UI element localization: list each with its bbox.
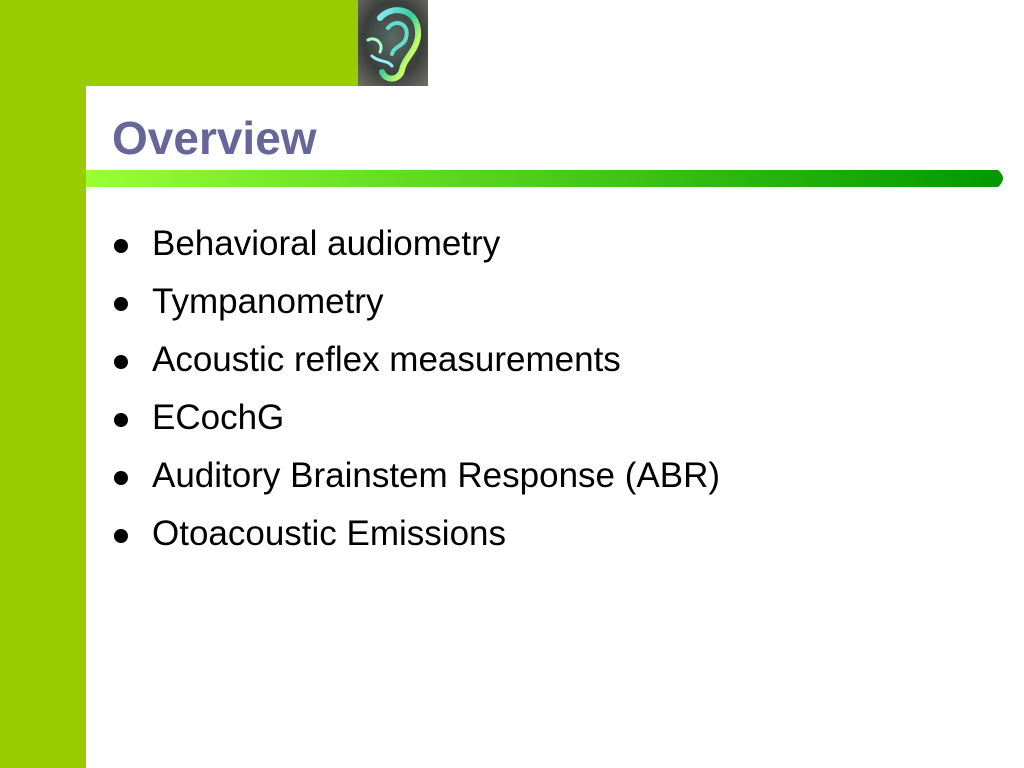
frame-left-band bbox=[0, 0, 86, 768]
list-item: Auditory Brainstem Response (ABR) bbox=[112, 454, 720, 512]
bullet-text: Tympanometry bbox=[152, 282, 384, 321]
list-item: Behavioral audiometry bbox=[112, 222, 720, 280]
bullet-text: Auditory Brainstem Response (ABR) bbox=[152, 456, 720, 495]
bullet-dot-icon bbox=[114, 471, 128, 485]
bullet-dot-icon bbox=[114, 297, 128, 311]
list-item: Acoustic reflex measurements bbox=[112, 338, 720, 396]
bullet-dot-icon bbox=[114, 355, 128, 369]
list-item: ECochG bbox=[112, 396, 720, 454]
bullet-dot-icon bbox=[114, 239, 128, 253]
slide-title: Overview bbox=[112, 112, 317, 164]
bullet-dot-icon bbox=[114, 529, 128, 543]
list-item: Tympanometry bbox=[112, 280, 720, 338]
bullet-dot-icon bbox=[114, 413, 128, 427]
ear-icon bbox=[358, 0, 428, 86]
bullet-text: Behavioral audiometry bbox=[152, 224, 501, 263]
title-divider-rule bbox=[86, 170, 1008, 187]
bullet-text: Otoacoustic Emissions bbox=[152, 514, 507, 553]
list-item: Otoacoustic Emissions bbox=[112, 512, 720, 570]
bullet-text: ECochG bbox=[152, 398, 285, 437]
bullet-text: Acoustic reflex measurements bbox=[152, 340, 621, 379]
bullet-list: Behavioral audiometry Tympanometry Acous… bbox=[112, 222, 720, 570]
